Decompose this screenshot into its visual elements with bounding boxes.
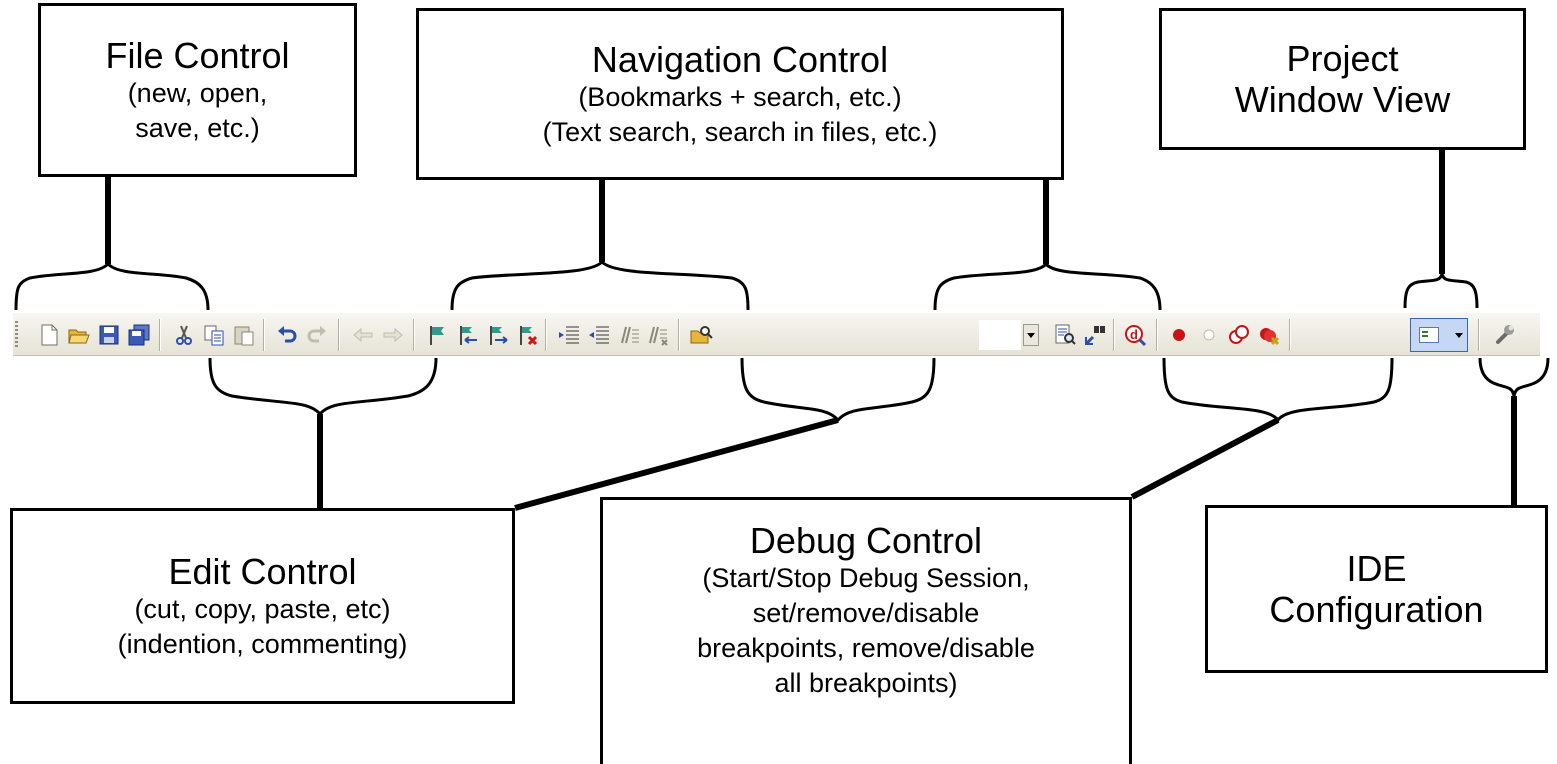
find-in-files-icon[interactable] bbox=[689, 323, 713, 347]
find-icon[interactable] bbox=[1053, 323, 1077, 347]
toolbar-separator bbox=[545, 319, 546, 351]
file-control-title: File Control bbox=[105, 34, 290, 76]
edit-control-callout: Edit Control (cut, copy, paste, etc) (in… bbox=[10, 508, 515, 704]
uncomment-icon[interactable] bbox=[647, 323, 671, 347]
next-bookmark-icon[interactable] bbox=[485, 323, 509, 347]
toolbar-separator bbox=[263, 319, 264, 351]
debug-session-icon[interactable]: d bbox=[1123, 323, 1147, 347]
toolbar-separator bbox=[678, 319, 679, 351]
outdent-icon[interactable] bbox=[587, 323, 611, 347]
navigation-control-line-1: (Bookmarks + search, etc.) bbox=[578, 81, 902, 112]
find-text-field[interactable] bbox=[979, 320, 1021, 350]
save-icon[interactable] bbox=[97, 323, 121, 347]
svg-text:d: d bbox=[1130, 327, 1138, 342]
disable-all-breakpoints-icon[interactable] bbox=[1227, 323, 1251, 347]
toolbar-separator bbox=[159, 319, 160, 351]
navigation-control-callout: Navigation Control (Bookmarks + search, … bbox=[416, 8, 1064, 180]
find-text-combobox[interactable] bbox=[979, 320, 1039, 350]
edit-control-line-2: (indention, commenting) bbox=[117, 628, 408, 659]
ide-configuration-callout: IDE Configuration bbox=[1205, 505, 1548, 673]
undo-icon[interactable] bbox=[275, 323, 299, 347]
ide-configuration-title-1: IDE bbox=[1346, 548, 1407, 589]
toolbar-separator bbox=[1113, 319, 1114, 351]
copy-icon[interactable] bbox=[202, 323, 226, 347]
project-window-view-title-1: Project bbox=[1286, 38, 1399, 79]
debug-control-line-1: (Start/Stop Debug Session, bbox=[702, 563, 1030, 593]
edit-control-line-1: (cut, copy, paste, etc) bbox=[134, 593, 391, 624]
save-all-icon[interactable] bbox=[127, 323, 151, 347]
debug-control-callout: Debug Control (Start/Stop Debug Session,… bbox=[600, 497, 1132, 764]
find-dropdown-button[interactable] bbox=[1023, 324, 1039, 346]
navigation-control-line-2: (Text search, search in files, etc.) bbox=[542, 116, 938, 147]
navigate-forward-icon[interactable] bbox=[381, 323, 405, 347]
toolbar-separator bbox=[338, 319, 339, 351]
clear-bookmarks-icon[interactable] bbox=[515, 323, 539, 347]
redo-icon[interactable] bbox=[305, 323, 329, 347]
project-window-view-title-2: Window View bbox=[1234, 79, 1451, 120]
new-file-icon[interactable] bbox=[37, 323, 61, 347]
insert-breakpoint-icon[interactable] bbox=[1167, 323, 1191, 347]
toolbar-separator bbox=[413, 319, 414, 351]
comment-icon[interactable] bbox=[617, 323, 641, 347]
chevron-down-icon bbox=[1455, 333, 1463, 338]
configuration-wrench-icon[interactable] bbox=[1493, 323, 1517, 347]
toolbar-grip[interactable] bbox=[15, 321, 18, 349]
file-control-line-1: (new, open, bbox=[127, 77, 268, 108]
open-file-icon[interactable] bbox=[67, 323, 91, 347]
toolbar-separator bbox=[1478, 319, 1479, 351]
paste-icon[interactable] bbox=[232, 323, 256, 347]
debug-control-line-2: set/remove/disable bbox=[752, 598, 980, 628]
incremental-find-icon[interactable] bbox=[1083, 323, 1107, 347]
project-window-icon bbox=[1419, 327, 1439, 343]
debug-control-line-3: breakpoints, remove/disable bbox=[697, 633, 1035, 663]
set-bookmark-icon[interactable] bbox=[425, 323, 449, 347]
toolbar-separator bbox=[1156, 319, 1157, 351]
ide-configuration-title-2: Configuration bbox=[1269, 589, 1484, 630]
ide-toolbar: d bbox=[13, 312, 1540, 356]
project-window-button[interactable] bbox=[1410, 318, 1468, 352]
debug-control-line-4: all breakpoints) bbox=[774, 668, 958, 698]
navigation-control-title: Navigation Control bbox=[591, 38, 889, 80]
file-control-line-2: save, etc.) bbox=[135, 112, 260, 143]
project-window-view-callout: Project Window View bbox=[1159, 8, 1526, 150]
previous-bookmark-icon[interactable] bbox=[455, 323, 479, 347]
navigate-back-icon[interactable] bbox=[351, 323, 375, 347]
indent-icon[interactable] bbox=[557, 323, 581, 347]
toolbar-separator bbox=[1289, 319, 1290, 351]
debug-control-title: Debug Control bbox=[749, 520, 983, 561]
kill-all-breakpoints-icon[interactable] bbox=[1257, 323, 1281, 347]
enable-breakpoint-icon[interactable] bbox=[1197, 323, 1221, 347]
cut-icon[interactable] bbox=[172, 323, 196, 347]
file-control-callout: File Control (new, open, save, etc.) bbox=[38, 3, 357, 177]
edit-control-title: Edit Control bbox=[168, 550, 357, 592]
